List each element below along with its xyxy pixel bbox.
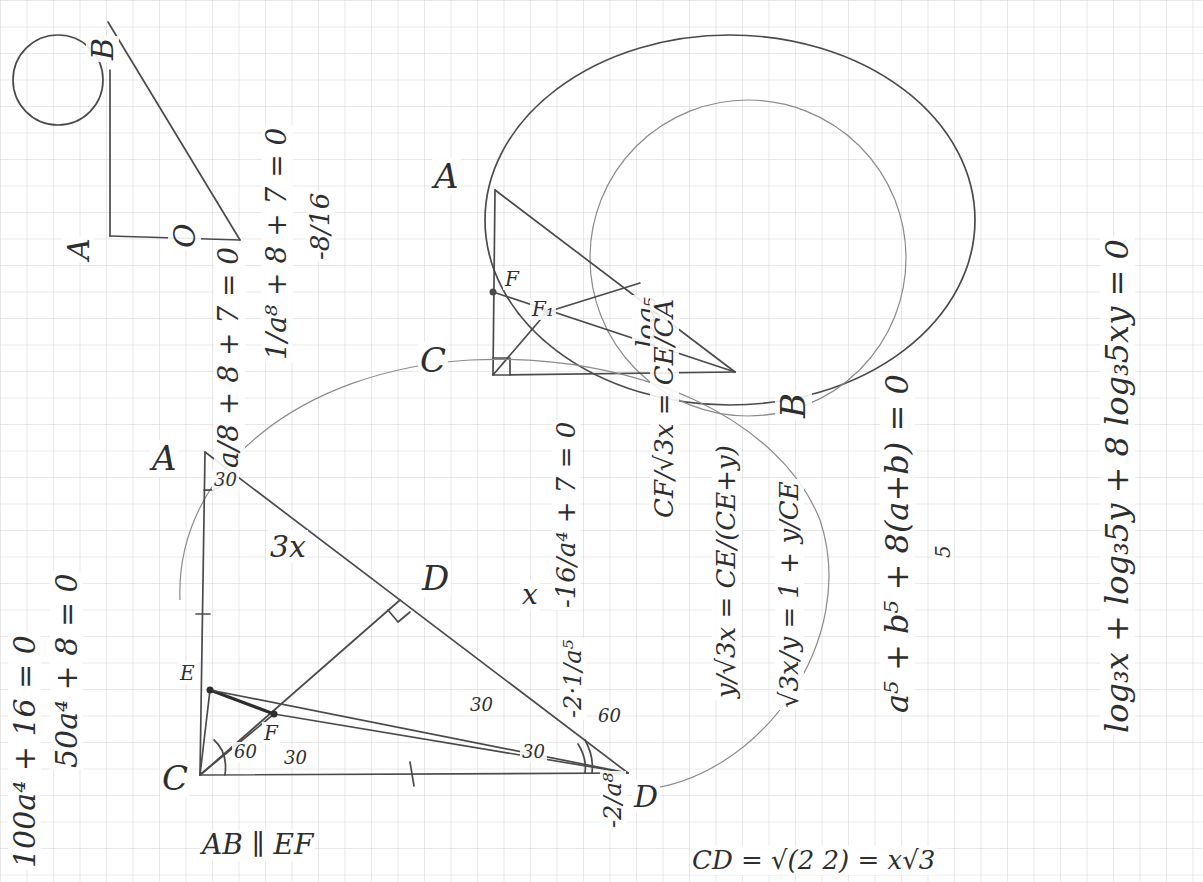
handwritten-label: D [420,560,451,597]
handwritten-label: CF/√3x = CE/CA [650,297,679,520]
handwritten-label: D [632,780,660,813]
handwritten-label: 60 [232,742,259,762]
handwritten-label: CD = √(2 2) = x√3 [690,846,937,875]
handwritten-label: C [418,342,448,379]
handwritten-label: A [150,440,179,477]
handwritten-label: 30 [212,470,239,490]
triangle-leg [109,70,111,236]
handwritten-label: F₁ [530,298,556,320]
triangle-side [495,190,735,372]
handwritten-label: 30 [282,748,309,768]
handwritten-label: -16/a⁴ + 7 = 0 [552,420,581,610]
angle-arc [214,740,226,775]
triangle-side [200,773,628,775]
tick-mark [410,762,414,786]
tick-mark [196,613,210,615]
inner-circle [590,100,906,416]
handwritten-label: C [160,760,190,797]
handwritten-label: log₃x + log₃5y + 8 log₃5xy = 0 [1100,237,1135,735]
handwritten-label: x [520,580,540,611]
arc [180,359,829,790]
handwritten-label: 50a⁴ + 8 = 0 [50,571,83,770]
handwritten-label: 1/a⁸ + 8 + 7 = 0 [262,126,293,362]
segment [547,283,640,312]
handwritten-label: 3x [268,530,308,563]
handwritten-label: -2·1/a⁵ [560,638,586,720]
handwritten-label: y/√3x = CE/(CE+y) [712,443,741,700]
handwritten-label: √3x/y = 1 + y/CE [775,479,804,710]
segment [493,312,547,375]
altitude [200,600,400,775]
handwritten-label: a/8 + 8 + 7 = 0 [214,245,245,470]
handwritten-label: 5 [932,543,954,560]
handwritten-label: A [62,236,95,262]
segment-ef [210,690,274,714]
handwritten-label: B [86,36,119,62]
handwritten-label: -8/16 [306,191,335,262]
handwritten-label: a⁵ + b⁵ + 8(a+b) = 0 [880,372,915,715]
angle-arc [578,744,585,773]
handwritten-label: F [262,722,280,744]
handwritten-label: AB ∥ EF [200,830,315,861]
segment [274,714,628,773]
triangle-hypotenuse [108,22,240,240]
handwritten-label: 30 [468,695,495,715]
handwritten-label: 30 [520,742,547,762]
handwritten-label: -2/a⁸ [600,771,626,830]
point [271,711,278,718]
handwritten-label: A [432,158,461,195]
point [490,289,497,296]
triangle-side [493,190,495,375]
handwritten-label: F [503,268,521,290]
handwritten-label: B [775,391,812,420]
handwritten-label: O [168,221,201,250]
handwritten-label: 100a⁴ + 16 = 0 [8,633,41,870]
right-angle-mark [388,610,410,622]
segment [200,690,210,775]
handwritten-label: E [178,662,197,684]
right-angle-mark [493,358,510,375]
point [207,687,214,694]
handwritten-label: 60 [596,706,623,726]
